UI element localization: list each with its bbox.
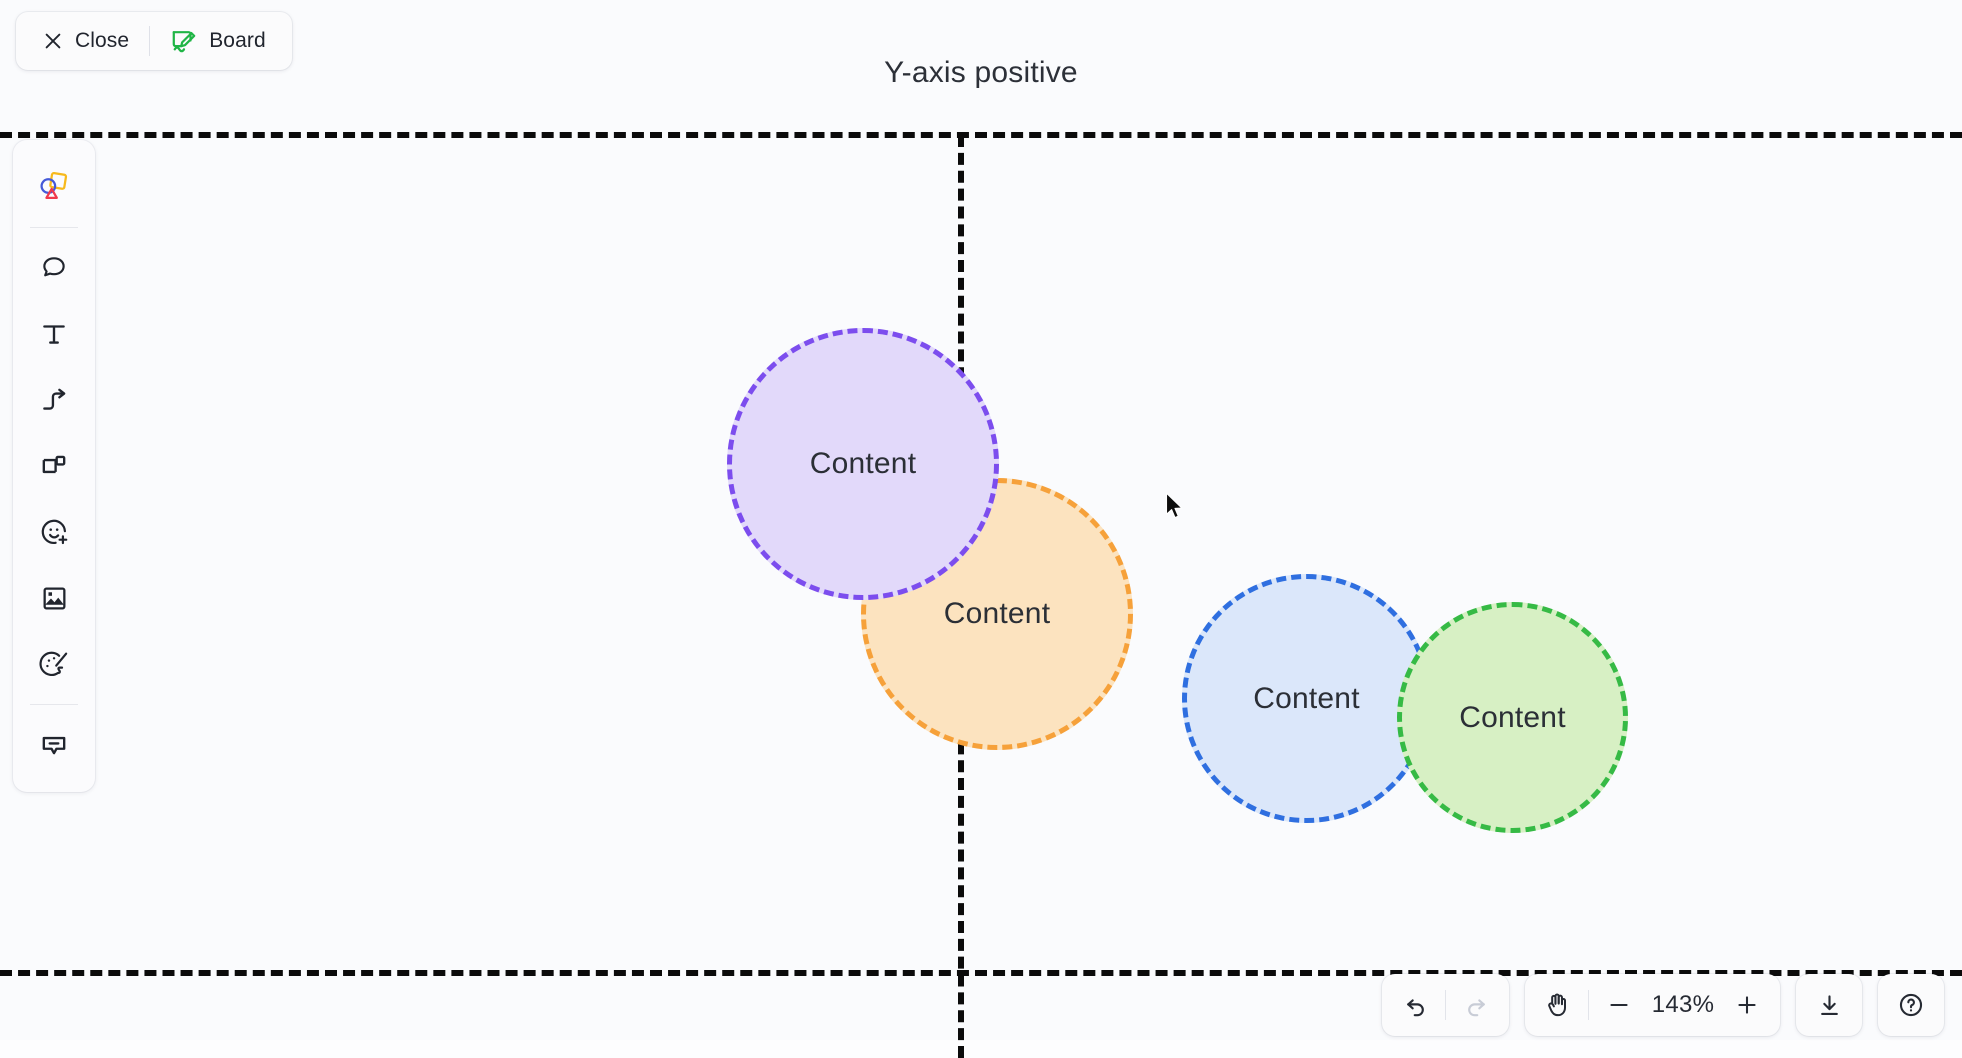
sidebar-item-frame[interactable] <box>25 437 83 495</box>
undo-button[interactable] <box>1390 981 1440 1029</box>
mouse-arrow-cursor <box>1165 492 1187 522</box>
sidebar-item-drawing[interactable] <box>25 635 83 693</box>
guide-line-horizontal-top <box>0 132 1962 138</box>
help-toolbar <box>1878 974 1944 1036</box>
plus-icon <box>1734 992 1760 1018</box>
download-button[interactable] <box>1804 981 1854 1029</box>
history-divider <box>1445 990 1446 1020</box>
close-button[interactable]: Close <box>32 23 139 59</box>
guide-line-horizontal-bottom <box>0 970 1962 976</box>
comment-bubble-icon <box>39 253 69 283</box>
sidebar-item-text[interactable] <box>25 305 83 363</box>
shape-label: Content <box>943 597 1051 630</box>
shape-circle-blue[interactable]: Content <box>1182 574 1431 823</box>
shapes-icon <box>37 171 71 203</box>
palette-brush-icon <box>38 649 70 680</box>
top-toolbar: Close Board <box>16 12 292 70</box>
undo-arrow-icon <box>1402 992 1429 1019</box>
text-T-icon <box>39 319 69 349</box>
sidebar-item-image[interactable] <box>25 569 83 627</box>
shape-label: Content <box>1253 681 1360 715</box>
zoom-out-button[interactable] <box>1594 981 1644 1029</box>
image-icon <box>40 584 69 613</box>
sidebar-item-sticker[interactable] <box>25 503 83 561</box>
toolbar-divider <box>149 26 151 56</box>
sidebar-item-note[interactable] <box>25 716 83 774</box>
board-pen-icon <box>170 28 198 54</box>
note-minus-icon <box>39 730 69 760</box>
zoom-level-label[interactable]: 143% <box>1651 991 1715 1018</box>
left-tool-rail <box>13 140 95 792</box>
sticker-smiley-plus-icon <box>39 517 70 548</box>
close-button-label: Close <box>75 29 130 52</box>
page-bottom-tint <box>0 1040 1962 1058</box>
bottom-toolbars: 143% <box>1382 974 1944 1036</box>
close-x-icon <box>42 30 64 52</box>
zoom-divider <box>1588 990 1589 1020</box>
sidebar-item-shapes[interactable] <box>25 158 83 216</box>
shape-label: Content <box>809 447 917 480</box>
shape-circle-purple[interactable]: Content <box>727 328 999 600</box>
download-toolbar <box>1796 974 1862 1036</box>
shape-circle-green[interactable]: Content <box>1397 602 1628 833</box>
sidebar-item-connector[interactable] <box>25 371 83 429</box>
download-icon <box>1816 992 1843 1019</box>
redo-button[interactable] <box>1451 981 1501 1029</box>
zoom-in-button[interactable] <box>1722 981 1772 1029</box>
pan-tool-button[interactable] <box>1533 981 1583 1029</box>
redo-arrow-icon <box>1463 992 1490 1019</box>
connector-arrow-icon <box>39 385 69 415</box>
minus-icon <box>1606 992 1632 1018</box>
board-button-label: Board <box>209 29 266 52</box>
help-question-icon <box>1897 991 1925 1019</box>
history-toolbar <box>1382 974 1509 1036</box>
frame-icon <box>39 451 69 481</box>
sidebar-item-comment[interactable] <box>25 239 83 297</box>
shape-label: Content <box>1459 700 1566 734</box>
hand-pan-icon <box>1544 991 1572 1019</box>
page-title: Y-axis positive <box>884 56 1078 89</box>
board-button[interactable]: Board <box>160 22 276 60</box>
rail-divider-top <box>30 227 78 228</box>
help-button[interactable] <box>1886 981 1936 1029</box>
rail-divider-bottom <box>30 704 78 705</box>
zoom-toolbar: 143% <box>1525 974 1780 1036</box>
